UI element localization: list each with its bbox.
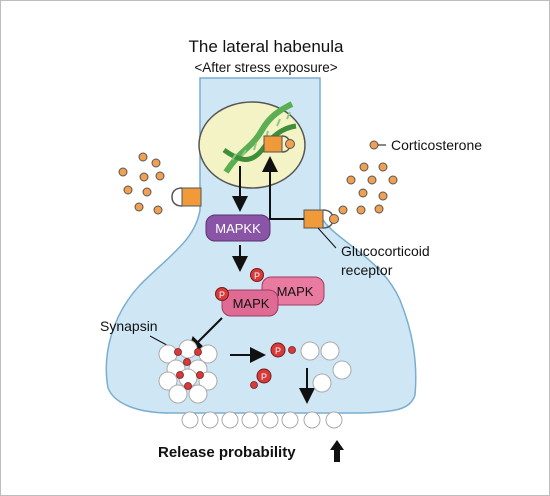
membrane-receptor-left bbox=[171, 187, 202, 207]
glucocorticoid-receptor bbox=[303, 209, 339, 229]
svg-text:P: P bbox=[275, 346, 281, 356]
corticosterone-label: Corticosterone bbox=[391, 137, 482, 153]
synapsin-label: Synapsin bbox=[100, 318, 158, 334]
docked-vesicles bbox=[181, 411, 343, 429]
mapk-protein-front: MAPK P bbox=[215, 287, 279, 317]
svg-text:P: P bbox=[261, 372, 267, 382]
svg-text:P: P bbox=[219, 290, 225, 300]
corticosterone-legend-dot bbox=[369, 140, 379, 150]
subtitle: <After stress exposure> bbox=[194, 60, 337, 75]
mapk-back-label: MAPK bbox=[277, 284, 314, 299]
neuron-terminal bbox=[105, 77, 417, 414]
glucocorticoid-label-line2: receptor bbox=[341, 262, 393, 278]
mapkk-protein: MAPKK bbox=[205, 214, 271, 242]
title: The lateral habenula bbox=[188, 37, 344, 56]
glucocorticoid-label-line1: Glucocorticoid bbox=[341, 243, 430, 259]
up-arrow-icon bbox=[330, 440, 344, 462]
nuclear-receptor bbox=[263, 135, 295, 153]
mapk-front-label: MAPK bbox=[233, 296, 270, 311]
dna-helix-icon bbox=[222, 101, 297, 174]
synapsin-phospho-dots bbox=[174, 348, 204, 390]
mapkk-label: MAPKK bbox=[215, 221, 261, 236]
free-synapsin: P P bbox=[250, 342, 296, 389]
svg-text:P: P bbox=[254, 271, 260, 281]
release-probability-label: Release probability bbox=[158, 444, 296, 461]
arrow-receptor-to-nucleus bbox=[262, 156, 304, 220]
free-vesicles bbox=[300, 341, 352, 393]
corticosterone-molecules bbox=[118, 152, 398, 215]
vesicle-cluster-bottom bbox=[158, 368, 218, 404]
